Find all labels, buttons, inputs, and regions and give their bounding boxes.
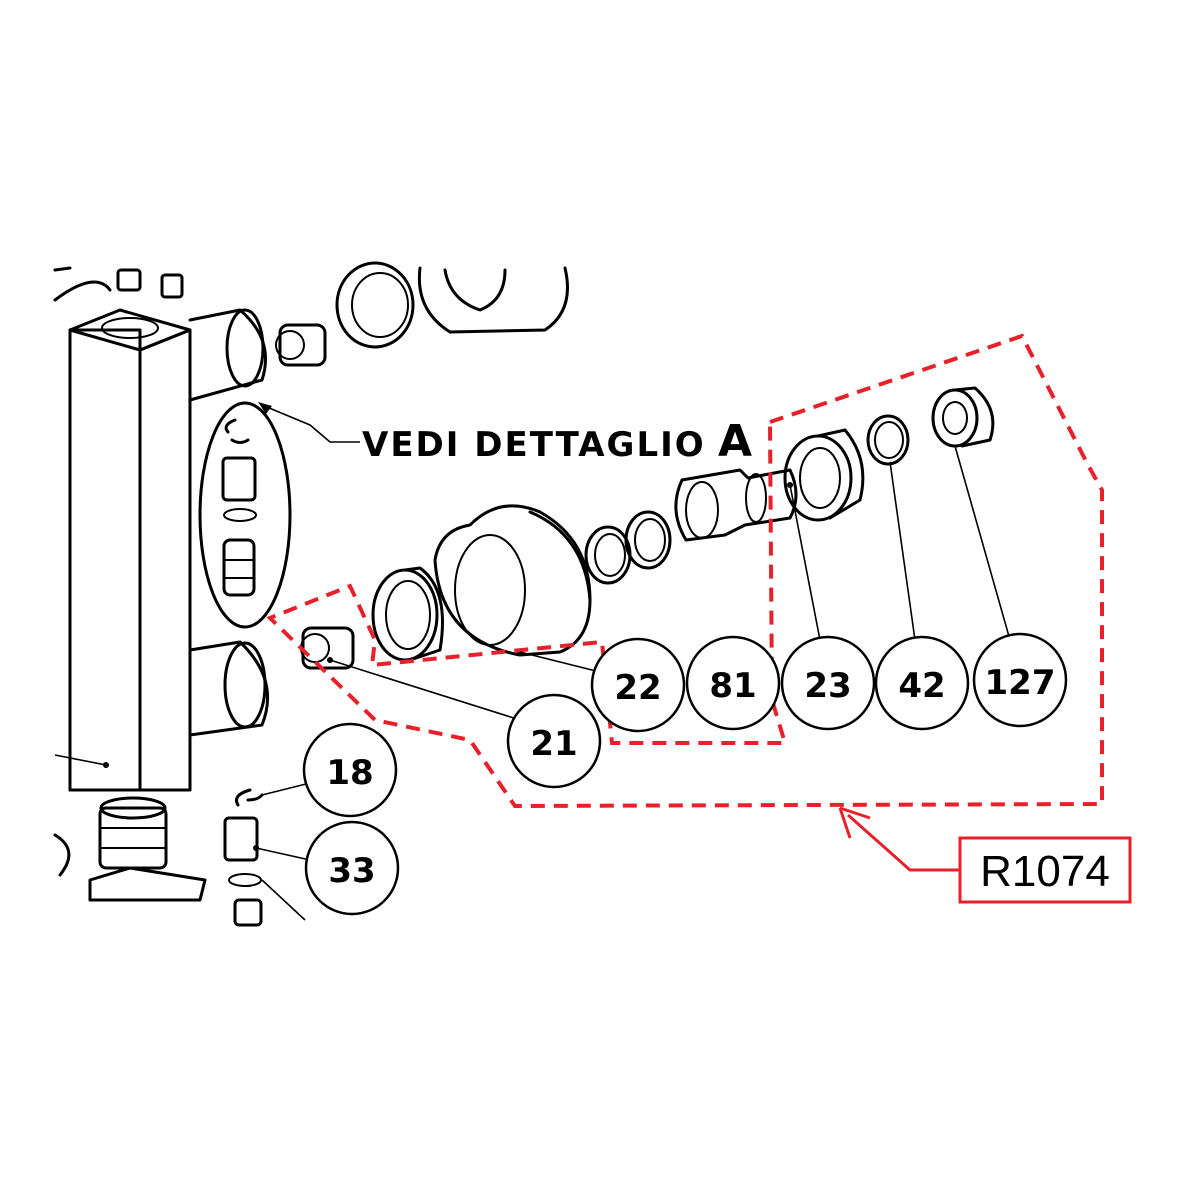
upper-pipe — [188, 308, 267, 402]
callout-127: 127 — [972, 632, 1068, 728]
column-body — [54, 308, 192, 792]
part-81-connector — [674, 468, 798, 542]
part-42-oring — [866, 414, 910, 466]
callout-127-label: 127 — [985, 663, 1056, 703]
kit-code-text: R1074 — [980, 847, 1110, 896]
upper-ring — [335, 261, 415, 349]
lower-fitting — [233, 898, 263, 927]
kit-arrow — [838, 806, 960, 872]
callout-23-label: 23 — [804, 666, 851, 706]
leader-lines — [255, 445, 1011, 921]
part-ring-large — [371, 566, 444, 662]
callout-42: 42 — [874, 635, 970, 731]
callout-23: 23 — [780, 635, 876, 731]
part-33-bush — [223, 816, 259, 862]
kit-outline-right — [266, 333, 1104, 809]
detail-note-text: VEDI DETTAGLIO — [362, 425, 706, 465]
part-22-rosette — [433, 504, 592, 657]
callout-21-label: 21 — [530, 724, 577, 764]
lower-oring — [228, 873, 262, 887]
callout-18: 18 — [302, 722, 398, 818]
callout-81: 81 — [685, 635, 781, 731]
part-washer-2 — [624, 510, 672, 570]
callout-42-label: 42 — [898, 666, 945, 706]
detail-a-group — [198, 401, 360, 629]
callout-81-label: 81 — [709, 666, 756, 706]
callout-18-label: 18 — [326, 753, 373, 793]
callout-33-label: 33 — [328, 851, 375, 891]
callout-33: 33 — [304, 820, 400, 916]
callout-21: 21 — [506, 693, 602, 789]
callout-22: 22 — [590, 637, 686, 733]
upper-rosette — [417, 266, 569, 334]
lower-pipe — [188, 640, 270, 737]
part-21-cartridge — [300, 626, 355, 670]
part-23-nut — [783, 428, 865, 522]
kit-code-box: R1074 — [958, 836, 1132, 904]
upper-cartridge — [275, 323, 327, 367]
top-fittings — [53, 266, 184, 302]
detail-note-letter: A — [718, 416, 754, 467]
part-127-adapter — [931, 386, 995, 448]
part-washer-1 — [584, 525, 632, 585]
part-18-clip — [235, 788, 264, 807]
callout-22-label: 22 — [614, 668, 661, 708]
column-bottom-fitting — [53, 796, 207, 902]
